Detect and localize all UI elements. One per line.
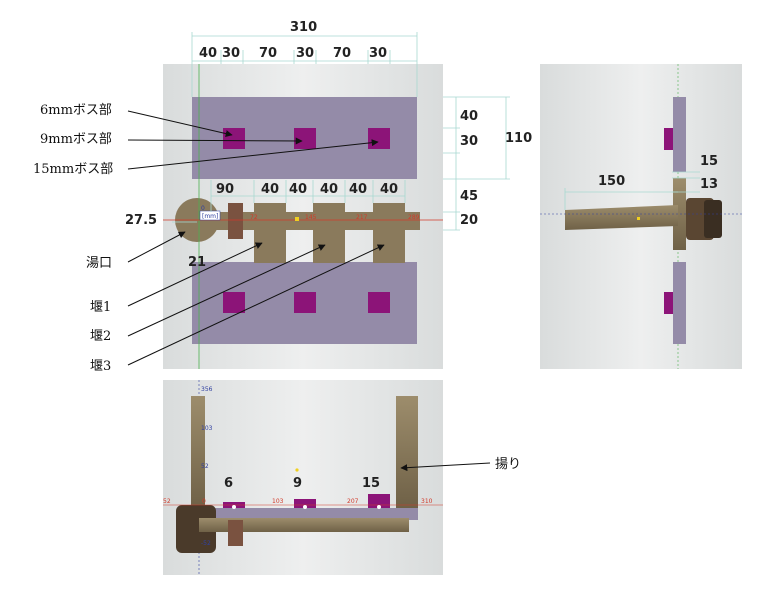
front-coord-310: 310 (421, 498, 433, 505)
coord-289: 289 (408, 214, 420, 221)
front-coord-103: 103 (272, 498, 284, 505)
side-boss-lower (664, 292, 673, 314)
boss-9mm-upper (294, 128, 316, 149)
front-label-15: 15 (362, 476, 380, 491)
center-marker (295, 217, 299, 221)
dim-gate-2: 40 (289, 182, 307, 197)
label-weir-2: 堰2 (90, 329, 111, 344)
front-yellow-marker (295, 468, 299, 472)
label-boss-6mm: 6mmボス部 (40, 103, 112, 118)
front-runner (199, 518, 409, 532)
front-sprue-block (228, 520, 243, 546)
front-coord-neg52: -52 (201, 540, 211, 547)
dim-seg-3: 70 (259, 46, 277, 61)
front-label-9: 9 (293, 476, 302, 491)
coord-145: 145 (305, 214, 317, 221)
dim-gate-5: 40 (380, 182, 398, 197)
gate-dimension-lines (172, 180, 406, 223)
right-dimension-lines (443, 96, 510, 231)
front-right-riser (396, 396, 418, 508)
front-coord-356: 356 (201, 386, 213, 393)
front-point-6 (232, 505, 236, 509)
side-runner (565, 205, 678, 230)
top-dimension-lines (191, 32, 418, 97)
dim-seg-1: 40 (199, 46, 217, 61)
weir-3-shape (373, 203, 405, 263)
riser-arrow (400, 462, 491, 472)
origin-label: 0 (201, 205, 205, 212)
weir-1-shape (254, 203, 286, 263)
boss-15mm-upper (368, 128, 390, 149)
side-view: 15 13 150 (540, 64, 742, 369)
front-label-6: 6 (224, 476, 233, 491)
dim-45: 45 (460, 189, 478, 204)
dim-seg-5: 70 (333, 46, 351, 61)
sprue-block (228, 203, 243, 239)
front-coord-0: 0 (202, 498, 206, 505)
dim-gate-3: 40 (320, 182, 338, 197)
dim-seg-2: 30 (222, 46, 240, 61)
label-weir-1: 堰1 (90, 300, 111, 315)
front-point-9 (303, 505, 307, 509)
coord-217: 217 (356, 214, 368, 221)
label-boss-9mm: 9mmボス部 (40, 132, 112, 147)
boss-15mm-lower (368, 292, 390, 313)
front-coord-207: 207 (347, 498, 359, 505)
dim-40-right: 40 (460, 109, 478, 124)
dim-seg-4: 30 (296, 46, 314, 61)
runner-system (175, 198, 420, 263)
front-coord-52: 52 (163, 498, 171, 505)
side-boss-upper (664, 128, 673, 150)
front-sprue (176, 505, 216, 553)
side-lower-plate (673, 262, 686, 344)
front-left-riser (191, 396, 205, 508)
callout-arrows (127, 110, 385, 366)
side-riser (673, 178, 686, 250)
front-view: 52 0 103 207 310 356 103 52 -52 6 9 15 (163, 380, 443, 575)
coord-72: 72 (250, 214, 258, 221)
front-point-15 (377, 505, 381, 509)
label-boss-15mm: 15mmボス部 (33, 162, 113, 177)
dim-seg-6: 30 (369, 46, 387, 61)
dim-gate-4: 40 (349, 182, 367, 197)
dim-110: 110 (505, 131, 532, 146)
label-weir-3: 堰3 (90, 359, 111, 374)
front-coord-y52: 52 (201, 463, 209, 470)
dim-20: 20 (460, 213, 478, 228)
side-dim-150: 150 (598, 174, 625, 189)
mm-box (199, 210, 221, 221)
front-coord-y103: 103 (201, 425, 213, 432)
front-boss-15 (368, 494, 390, 508)
label-riser: 揚り (495, 456, 521, 472)
side-dimension-lines (564, 171, 700, 210)
mm-text: [mm] (202, 213, 218, 220)
dim-30-right: 30 (460, 134, 478, 149)
dim-310: 310 (290, 20, 317, 35)
weir-2-shape (313, 203, 345, 263)
dim-90: 90 (216, 182, 234, 197)
top-view: [mm] 0 72 145 217 289 310 40 30 70 30 70… (125, 20, 532, 369)
dim-21: 21 (188, 255, 206, 270)
boss-9mm-lower (294, 292, 316, 313)
dim-27-5: 27.5 (125, 213, 157, 228)
side-sprue-dark (704, 200, 722, 238)
front-plate (191, 508, 418, 520)
dim-gate-1: 40 (261, 182, 279, 197)
side-dim-15: 15 (700, 154, 718, 169)
side-upper-plate (673, 97, 686, 172)
side-dim-13: 13 (700, 177, 718, 192)
boss-6mm-lower (223, 292, 245, 313)
front-boss-9 (294, 499, 316, 508)
label-sprue: 湯口 (86, 256, 112, 271)
boss-6mm-upper (223, 128, 245, 149)
side-center-marker (637, 217, 640, 220)
